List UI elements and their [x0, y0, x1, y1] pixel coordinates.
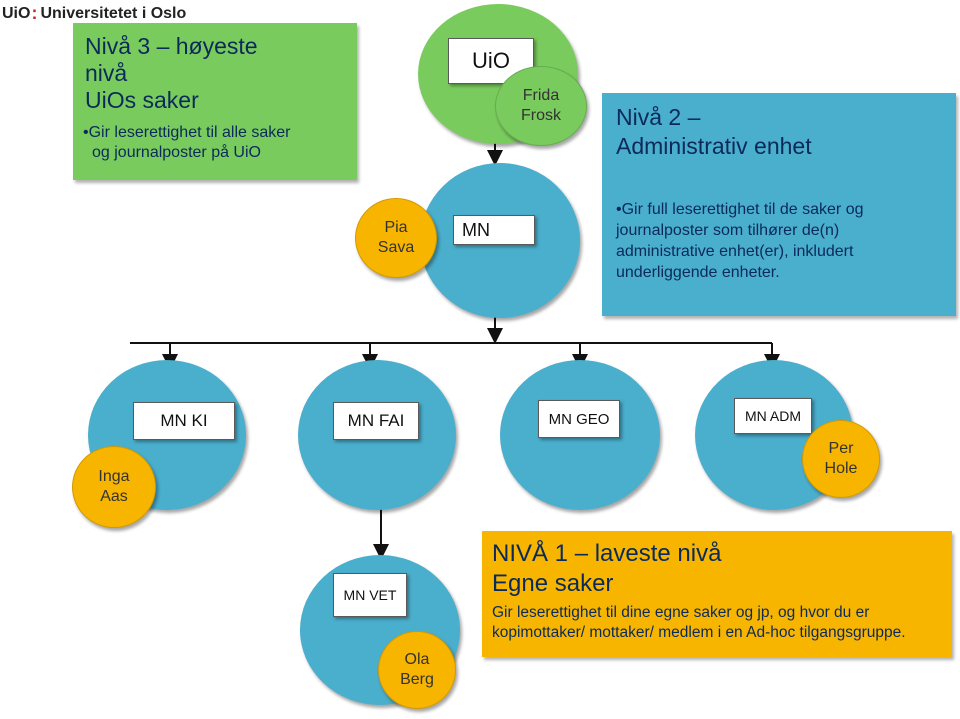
person-inga-aas: Inga Aas [72, 446, 156, 528]
level3-title: Nivå 3 – høyeste nivå UiOs saker [85, 33, 258, 113]
mn-geo-label: MN GEO [538, 400, 620, 438]
logo-separator: : [31, 2, 38, 23]
person-pia-sava: Pia Sava [355, 198, 437, 278]
mn-adm-label: MN ADM [734, 398, 812, 434]
person-ola-berg: Ola Berg [378, 631, 456, 709]
mn-ki-label: MN KI [133, 402, 235, 440]
level3-panel: Nivå 3 – høyeste nivå UiOs saker •Gir le… [73, 23, 357, 180]
person-per-hole: Per Hole [802, 420, 880, 498]
level2-panel: Nivå 2 – Administrativ enhet •Gir full l… [602, 93, 956, 316]
person-frida-frosk: Frida Frosk [495, 66, 587, 146]
level1-panel: NIVÅ 1 – laveste nivå Egne saker Gir les… [482, 531, 952, 657]
mn-label: MN [453, 215, 535, 245]
logo-mark: UiO [2, 5, 31, 22]
level2-title: Nivå 2 – Administrativ enhet [616, 104, 812, 159]
uio-logo: UiO : Universitetet i Oslo [2, 2, 187, 24]
level3-bullets: •Gir leserettighet til alle saker og jou… [83, 124, 291, 161]
level1-title: NIVÅ 1 – laveste nivå Egne saker [492, 540, 722, 597]
level1-body: Gir leserettighet til dine egne saker og… [492, 604, 906, 641]
logo-institution: Universitetet i Oslo [40, 5, 187, 22]
mn-fai-label: MN FAI [333, 402, 419, 440]
level2-body: •Gir full leserettighet til de saker og … [616, 201, 864, 281]
mn-vet-label: MN VET [333, 573, 407, 617]
